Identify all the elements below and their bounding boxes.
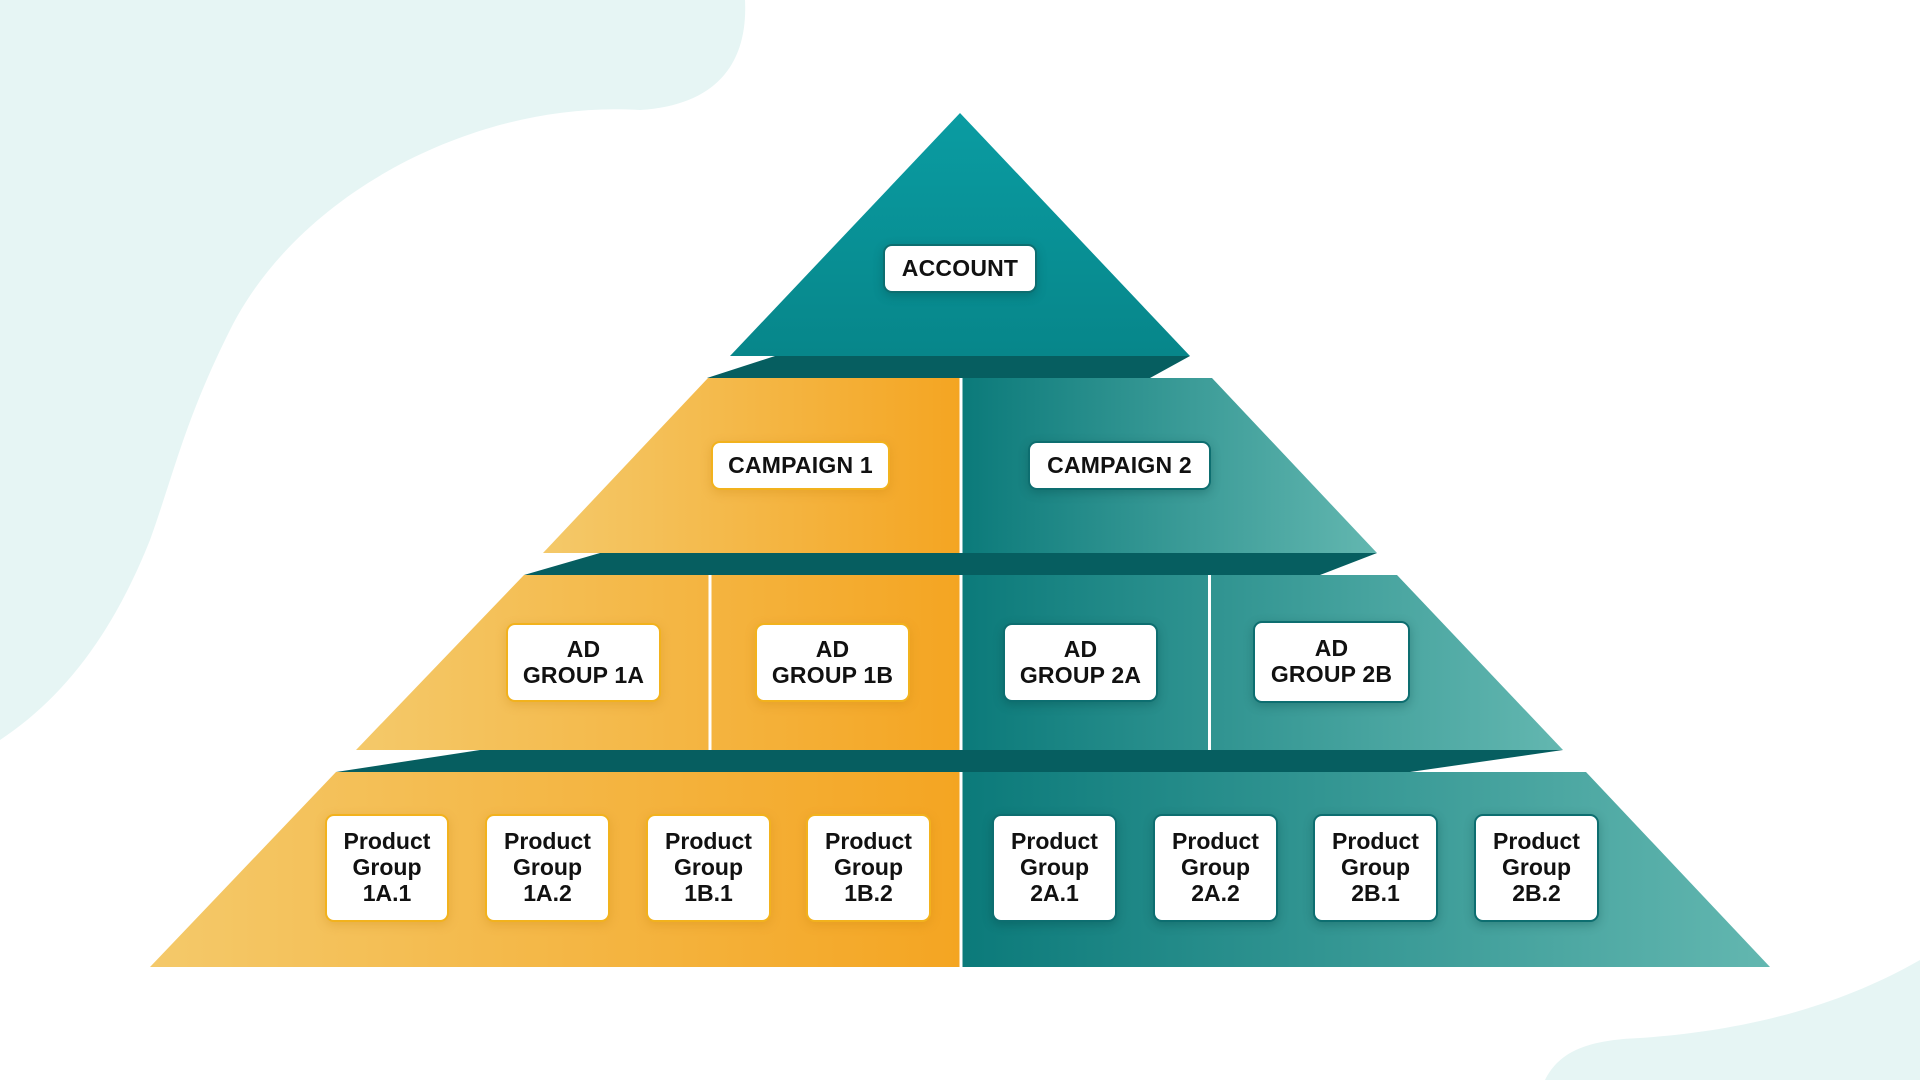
node-ad-group-1b: AD GROUP 1B bbox=[755, 623, 910, 702]
product-line-2: Group bbox=[513, 854, 582, 881]
product-line-2: Group bbox=[1502, 854, 1571, 881]
node-product-group-1b-2: Product Group 1B.2 bbox=[806, 814, 931, 922]
node-ad-group-2b-line-2: GROUP 2B bbox=[1270, 661, 1393, 687]
product-line-3: 2B.2 bbox=[1512, 879, 1561, 906]
node-ad-group-2a-line-1: AD bbox=[1063, 635, 1098, 662]
node-ad-group-2a: AD GROUP 2A bbox=[1003, 623, 1158, 702]
product-line-1: Product bbox=[1172, 828, 1259, 855]
product-line-1: Product bbox=[665, 828, 752, 855]
product-line-2: Group bbox=[352, 854, 422, 881]
product-line-1: Product bbox=[825, 828, 912, 855]
node-ad-group-1a-line-2: GROUP 1A bbox=[522, 661, 645, 688]
node-product-group-2a-1: Product Group 2A.1 bbox=[992, 814, 1117, 922]
node-ad-group-1b-line-1: AD bbox=[815, 635, 850, 662]
node-product-group-1a-2: Product Group 1A.2 bbox=[485, 814, 610, 922]
node-product-group-2b-1: Product Group 2B.1 bbox=[1313, 814, 1438, 922]
product-line-3: 1A.1 bbox=[362, 879, 412, 906]
node-ad-group-2b-line-1: AD bbox=[1314, 635, 1349, 662]
tier-account bbox=[730, 113, 1190, 356]
node-product-group-2b-2: Product Group 2B.2 bbox=[1474, 814, 1599, 922]
product-line-2: Group bbox=[834, 854, 903, 881]
node-ad-group-1b-line-2: GROUP 1B bbox=[771, 661, 894, 688]
product-line-1: Product bbox=[504, 828, 591, 855]
divider-adgroups-2 bbox=[1208, 575, 1211, 750]
divider-campaigns bbox=[959, 378, 963, 553]
node-ad-group-2b: AD GROUP 2B bbox=[1253, 621, 1410, 703]
node-ad-group-1a-line-1: AD bbox=[566, 635, 601, 662]
node-account: ACCOUNT bbox=[883, 244, 1037, 293]
product-line-1: Product bbox=[343, 828, 431, 855]
node-campaign-2: CAMPAIGN 2 bbox=[1028, 441, 1211, 490]
product-line-1: Product bbox=[1011, 828, 1098, 855]
node-product-group-2a-2: Product Group 2A.2 bbox=[1153, 814, 1278, 922]
product-line-3: 1A.2 bbox=[523, 879, 572, 906]
node-campaign-1-label: CAMPAIGN 1 bbox=[728, 451, 873, 478]
product-line-3: 2B.1 bbox=[1351, 879, 1400, 906]
divider-adgroups-1 bbox=[708, 575, 712, 750]
node-product-group-1a-1: Product Group 1A.1 bbox=[325, 814, 449, 922]
node-ad-group-1a: AD GROUP 1A bbox=[506, 623, 661, 702]
separator-band-2 bbox=[524, 553, 1377, 575]
node-account-label: ACCOUNT bbox=[901, 254, 1019, 281]
product-line-3: 1B.2 bbox=[844, 879, 893, 906]
node-campaign-2-label: CAMPAIGN 2 bbox=[1047, 451, 1192, 478]
product-line-1: Product bbox=[1493, 828, 1580, 855]
product-line-3: 2A.2 bbox=[1191, 879, 1240, 906]
node-ad-group-2a-line-2: GROUP 2A bbox=[1019, 661, 1142, 688]
product-line-2: Group bbox=[1181, 854, 1250, 881]
product-line-3: 1B.1 bbox=[684, 879, 733, 906]
node-product-group-1b-1: Product Group 1B.1 bbox=[646, 814, 771, 922]
divider-campaigns-productlevel bbox=[959, 772, 963, 967]
separator-band-1 bbox=[707, 356, 1190, 378]
node-campaign-1: CAMPAIGN 1 bbox=[711, 441, 890, 490]
product-line-2: Group bbox=[674, 854, 743, 881]
divider-campaigns-adlevel bbox=[959, 575, 963, 750]
product-line-2: Group bbox=[1341, 854, 1410, 881]
product-line-1: Product bbox=[1332, 828, 1419, 855]
product-line-3: 2A.1 bbox=[1030, 879, 1079, 906]
product-line-2: Group bbox=[1020, 854, 1089, 881]
background-blob-bottom-right bbox=[1545, 960, 1920, 1080]
separator-band-3 bbox=[336, 750, 1563, 772]
background-blob-top-left bbox=[0, 0, 746, 740]
